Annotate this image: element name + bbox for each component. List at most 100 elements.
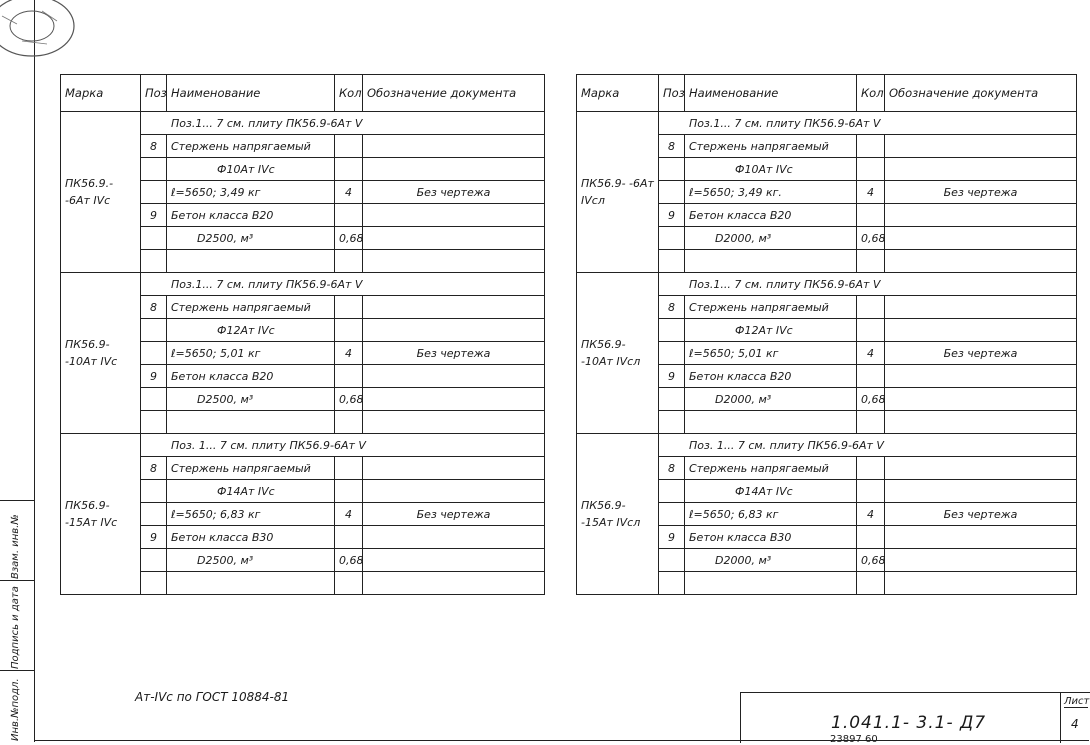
- doc-cell: Без чертежа: [362, 180, 545, 204]
- doc-cell: [362, 203, 545, 227]
- name-cell: D2000, м³: [684, 226, 857, 250]
- qty-cell: [334, 134, 363, 158]
- group-title: Поз.1... 7 см. плиту ПК56.9-6Ат V: [658, 272, 1077, 296]
- poz-cell: [140, 479, 167, 503]
- doc-cell: [884, 203, 1077, 227]
- header-row: Марка Поз. Наименование Кол. Обозначение…: [60, 74, 545, 112]
- doc-cell: [362, 410, 545, 434]
- poz-cell: [658, 318, 685, 342]
- header-marka: Марка: [60, 74, 141, 112]
- doc-cell: [362, 571, 545, 595]
- group-title: Поз.1... 7 см. плиту ПК56.9-6Ат V: [140, 272, 545, 296]
- qty-cell: 4: [856, 180, 885, 204]
- table-row: Ф14Ат IVс: [61, 479, 545, 503]
- name-cell: D2000, м³: [684, 387, 857, 411]
- name-cell: ℓ=5650; 5,01 кг: [166, 341, 335, 365]
- qty-cell: 4: [334, 341, 363, 365]
- doc-cell: [884, 479, 1077, 503]
- group-title: Поз. 1... 7 см. плиту ПК56.9-6Ат V: [658, 433, 1077, 457]
- sheet-number: 4: [1071, 717, 1079, 731]
- qty-cell: [856, 157, 885, 181]
- poz-cell: [140, 387, 167, 411]
- qty-cell: [334, 318, 363, 342]
- table-row: [577, 249, 1077, 273]
- doc-cell: [884, 157, 1077, 181]
- name-cell: Стержень напрягаемый: [684, 295, 857, 319]
- doc-cell: Без чертежа: [884, 502, 1077, 526]
- poz-cell: 9: [658, 364, 685, 388]
- poz-cell: [140, 341, 167, 365]
- name-cell: ℓ=5650; 3,49 кг.: [684, 180, 857, 204]
- poz-cell: 8: [658, 456, 685, 480]
- qty-cell: 0,68: [856, 226, 885, 250]
- qty-cell: 0,68: [334, 226, 363, 250]
- marka-cell: ПК56.9- -15Ат IVсл: [576, 433, 659, 595]
- poz-cell: 8: [658, 295, 685, 319]
- name-cell: D2500, м³: [166, 548, 335, 572]
- poz-cell: [658, 180, 685, 204]
- qty-cell: 4: [334, 180, 363, 204]
- doc-cell: [884, 571, 1077, 595]
- table-row: Ф12Ат IVс: [577, 318, 1077, 342]
- qty-cell: 4: [334, 502, 363, 526]
- header-name: Наименование: [684, 74, 857, 112]
- doc-cell: [362, 525, 545, 549]
- poz-cell: [140, 318, 167, 342]
- poz-cell: [658, 157, 685, 181]
- name-cell: Стержень напрягаемый: [166, 456, 335, 480]
- name-cell: Стержень напрягаемый: [684, 134, 857, 158]
- name-cell: Бетон класса В20: [684, 203, 857, 227]
- poz-cell: [140, 249, 167, 273]
- qty-cell: 0,68: [856, 548, 885, 572]
- qty-cell: [856, 525, 885, 549]
- header-qty: Кол.: [334, 74, 363, 112]
- doc-cell: [884, 134, 1077, 158]
- marka-cell: ПК56.9- -6Ат IVсл: [576, 111, 659, 273]
- poz-cell: 9: [658, 525, 685, 549]
- drawing-frame: [34, 0, 1089, 741]
- table-row: [577, 571, 1077, 595]
- table-row: [61, 410, 545, 434]
- side-label-3: Взам. инв.№: [10, 514, 21, 579]
- sheet-label: Лист: [1064, 696, 1090, 708]
- side-cell-1: Взам. инв.№: [0, 500, 34, 581]
- qty-cell: [334, 479, 363, 503]
- poz-cell: [140, 502, 167, 526]
- doc-cell: [362, 157, 545, 181]
- header-name: Наименование: [166, 74, 335, 112]
- poz-cell: [140, 410, 167, 434]
- document-code: 1.041.1- 3.1- Д7: [831, 713, 987, 733]
- doc-cell: [362, 479, 545, 503]
- header-doc: Обозначение документа: [362, 74, 545, 112]
- header-row: Марка Поз. Наименование Кол. Обозначение…: [576, 74, 1077, 112]
- qty-cell: [856, 364, 885, 388]
- marka-cell: ПК56.9- -10Ат IVсл: [576, 272, 659, 434]
- table-row: Ф14Ат IVс: [577, 479, 1077, 503]
- table-row: Ф10Ат IVс: [577, 157, 1077, 181]
- qty-cell: [334, 456, 363, 480]
- name-cell: Бетон класса В30: [166, 525, 335, 549]
- name-cell: D2000, м³: [684, 548, 857, 572]
- table-row: Ф10Ат IVс: [61, 157, 545, 181]
- marka-cell: ПК56.9- -10Ат IVс: [60, 272, 141, 434]
- marka-cell: ПК56.9- -15Ат IVс: [60, 433, 141, 595]
- name-cell: Стержень напрягаемый: [684, 456, 857, 480]
- table-row: [577, 410, 1077, 434]
- header-poz: Поз.: [140, 74, 167, 112]
- name-cell: D2500, м³: [166, 226, 335, 250]
- footnote: Ат-IVс по ГОСТ 10884-81: [135, 690, 290, 704]
- poz-cell: [658, 479, 685, 503]
- name-cell: ℓ=5650; 6,83 кг: [684, 502, 857, 526]
- poz-cell: [658, 571, 685, 595]
- qty-cell: 4: [856, 502, 885, 526]
- name-cell: D2500, м³: [166, 387, 335, 411]
- doc-cell: Без чертежа: [884, 180, 1077, 204]
